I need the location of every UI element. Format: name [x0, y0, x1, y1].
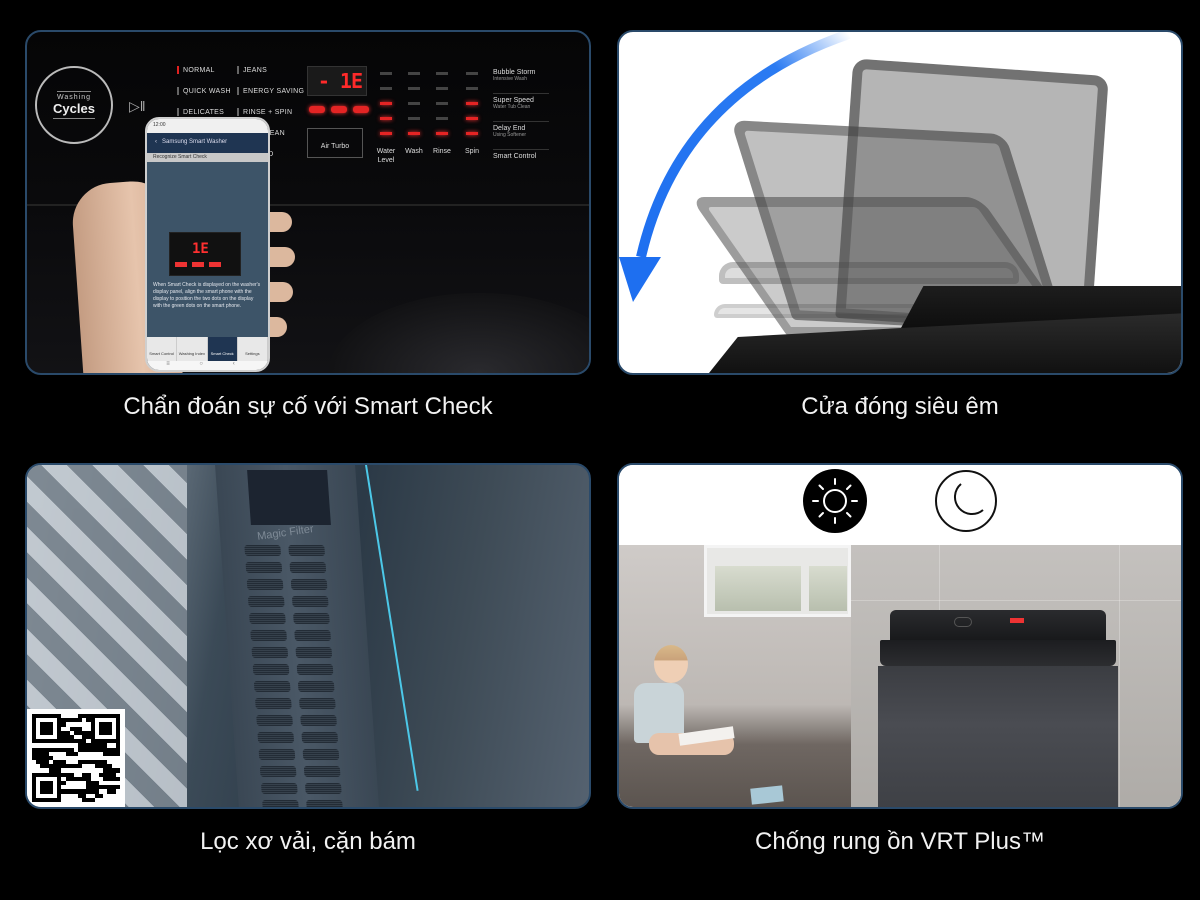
qr-code — [27, 709, 125, 807]
phone-subtitle: Recognize Smart Check — [147, 153, 268, 162]
phone-nav: Smart Control Washing Index Smart Check … — [147, 337, 268, 361]
lid-frame — [719, 262, 1019, 284]
phone-app-title: ‹ Samsung Smart Washer — [147, 133, 268, 153]
smartphone: 12:00 ‹ Samsung Smart Washer Recognize S… — [145, 117, 270, 372]
grid-col-rinse: Rinse — [427, 72, 457, 156]
vrt-plus-image — [617, 463, 1183, 809]
cycle-list-col1: NORMAL QUICK WASH DELICATES — [177, 66, 231, 129]
air-turbo-box: Air Turbo — [307, 128, 363, 158]
day-night-strip — [619, 465, 1181, 545]
indicator-lights — [309, 100, 375, 118]
phone-status-bar: 12:00 — [147, 119, 268, 133]
play-pause-icon: ▷‖ — [129, 98, 146, 114]
closing-arrow-icon — [619, 32, 851, 302]
phone-home-bar: ≡ ○ ‹ — [147, 361, 268, 370]
washing-cycles-dial: Washing Cycles — [35, 66, 113, 144]
washing-machine — [878, 610, 1118, 807]
caption-smart-check: Chẩn đoán sự cố với Smart Check — [123, 393, 493, 420]
washer-drum — [329, 293, 589, 373]
grid-col-spin: Spin — [457, 72, 487, 156]
moon-icon — [935, 470, 997, 532]
smart-check-image: Washing Cycles ▷‖ NORMAL QUICK WASH DELI… — [25, 30, 591, 375]
book — [750, 785, 784, 805]
caption-vrt-plus: Chống rung ồn VRT Plus™ — [755, 828, 1045, 855]
phone-display-preview: 1E — [169, 232, 241, 276]
magic-filter-image: Magic Filter — [25, 463, 591, 809]
sun-icon — [803, 469, 867, 533]
grid-col-wash: Wash — [399, 72, 429, 156]
panel-divider — [27, 204, 589, 206]
window — [704, 545, 851, 617]
soft-close-lid-image — [617, 30, 1183, 375]
phone-body: 1E When Smart Check is displayed on the … — [147, 162, 268, 337]
caption-soft-close: Cửa đóng siêu êm — [801, 393, 999, 420]
caption-magic-filter: Lọc xơ vải, cặn bám — [200, 828, 416, 855]
seven-segment-display: - 1E — [307, 66, 367, 96]
phone-instructions: When Smart Check is displayed on the was… — [153, 282, 261, 309]
filter-window — [247, 470, 331, 525]
grid-col-water-level: Water Level — [371, 72, 401, 165]
child-reading — [624, 645, 735, 785]
